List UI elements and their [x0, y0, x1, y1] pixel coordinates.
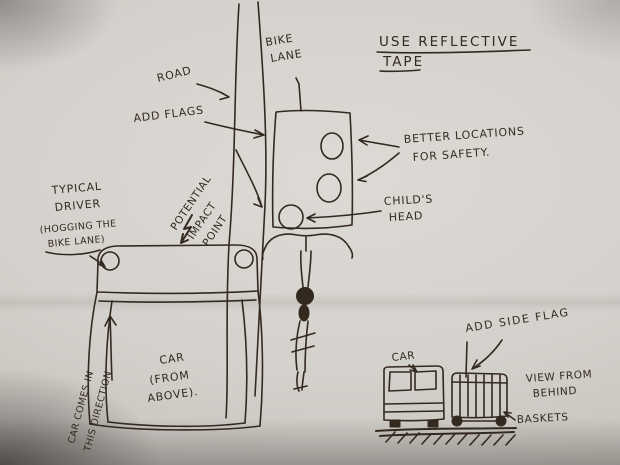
- typical-driver-label-line-1: TYPICAL: [50, 180, 102, 197]
- better-locations-label-line-2: FOR SAFETY.: [412, 146, 490, 164]
- front-wheel: [296, 287, 314, 305]
- rear-window-right: [414, 370, 437, 391]
- car-above-label-line-3: ABOVE).: [147, 385, 200, 405]
- add-side-flag-arrow: [465, 339, 503, 378]
- childs-head-pointer: [306, 210, 382, 223]
- car-wheel-right: [427, 419, 439, 428]
- hogging-label-line-2: BIKE LANE): [47, 234, 105, 250]
- trailer-rear-view: [451, 372, 508, 427]
- reflective-tape-label-line-2: TAPE: [382, 54, 424, 70]
- impact-lightning-icon: [180, 214, 193, 244]
- car-top-view: [87, 244, 264, 431]
- road-label: ROAD: [156, 64, 193, 85]
- impact-arrow: [235, 149, 263, 208]
- bike-lane-label-line-2: LANE: [269, 47, 303, 65]
- trailer-top-view: [271, 77, 354, 230]
- bike-seat: [298, 304, 310, 322]
- add-side-flag-label: ADD SIDE FLAG: [464, 306, 570, 335]
- childs-head-label-line-1: CHILD'S: [383, 192, 433, 208]
- baskets-arrow: [503, 411, 516, 421]
- childs-head-label-line-2: HEAD: [388, 209, 423, 224]
- trailer-wheel-left: [451, 415, 463, 427]
- typical-driver-arrow: [45, 249, 106, 268]
- better-locations-arrows: [357, 135, 400, 183]
- bike-top-view: [261, 233, 354, 392]
- reflective-underlines: [376, 49, 531, 73]
- reflective-spot-circles: [316, 132, 344, 203]
- trailer-wheel-right: [495, 415, 507, 427]
- baskets-label: BASKETS: [517, 411, 569, 426]
- rear-window-left: [388, 371, 412, 392]
- typical-driver-label-line-2: DRIVER: [54, 197, 101, 214]
- car-mirror-right: [234, 249, 254, 269]
- view-from-behind-label-line-2: BEHIND: [532, 385, 577, 400]
- car-small-label: CAR: [391, 350, 416, 364]
- car-wheel-left: [389, 419, 401, 428]
- car-above-label-line-1: CAR: [159, 351, 186, 367]
- direction-arrow: [104, 315, 117, 381]
- hogging-label-line-1: (HOGGING THE: [39, 218, 117, 236]
- reflective-tape-label-line-1: USE REFLECTIVE: [379, 34, 519, 50]
- road-arrow: [196, 83, 230, 101]
- bike-lane-label-line-1: BIKE: [264, 32, 294, 49]
- side-flag-pole: [465, 341, 468, 378]
- ground-hatching: [375, 427, 517, 446]
- car-rear-view: [383, 365, 445, 428]
- add-flags-label: ADD FLAGS: [133, 103, 205, 125]
- flag-pole: [295, 77, 302, 112]
- better-locations-label-line-1: BETTER LOCATIONS: [403, 125, 525, 146]
- add-flags-arrow: [204, 121, 265, 139]
- car-above-label-line-2: (FROM: [149, 368, 191, 386]
- view-from-behind-label-line-1: VIEW FROM: [525, 368, 592, 385]
- childs-head-circle: [278, 204, 304, 230]
